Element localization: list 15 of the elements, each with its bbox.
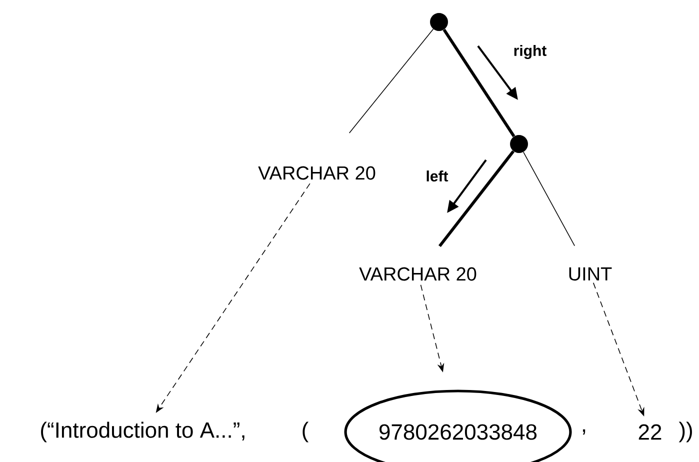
tree-branch bbox=[523, 152, 576, 246]
punctuation-text: )) bbox=[678, 422, 692, 442]
type-label: VARCHAR 20 bbox=[359, 267, 476, 281]
value-text: 22 bbox=[638, 424, 662, 440]
tree-node bbox=[430, 13, 448, 31]
edge-label: left bbox=[426, 170, 448, 182]
type-label: VARCHAR 20 bbox=[258, 166, 376, 180]
punctuation-text: ( bbox=[302, 422, 309, 442]
tree-branch bbox=[438, 150, 515, 248]
tree-branch bbox=[348, 28, 434, 134]
tree-branch bbox=[442, 28, 516, 138]
edge-label: right bbox=[514, 44, 546, 60]
type-label: UINT bbox=[569, 267, 612, 281]
value-text: (“Introduction to A...”, bbox=[41, 422, 244, 442]
tree-node bbox=[510, 135, 528, 153]
